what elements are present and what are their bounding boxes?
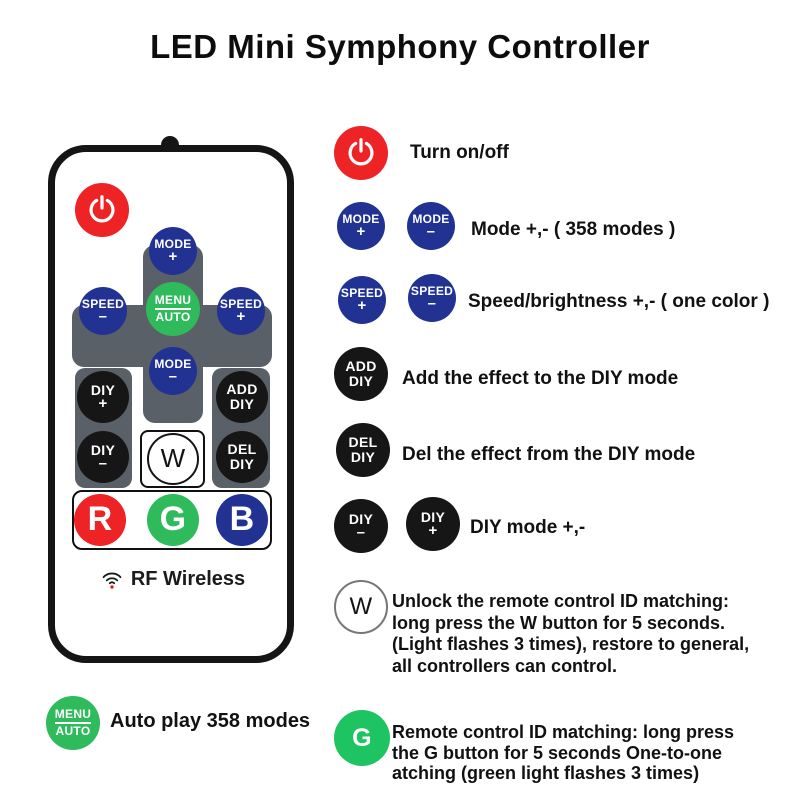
legend-speed-plus-button: SPEED + <box>338 276 386 324</box>
speed-plus-symbol: + <box>236 307 246 325</box>
remote-diy-plus-button: DIY + <box>77 371 129 423</box>
legend-g-text: Remote control ID matching: long press t… <box>392 722 735 783</box>
diy-plus-top-label: DIY <box>90 382 116 399</box>
legend-mode-plus-top: MODE <box>342 212 380 227</box>
legend-del-diy-top: DEL <box>348 434 378 451</box>
del-diy-bottom-label: DIY <box>229 456 255 472</box>
speed-minus-symbol: – <box>98 307 108 325</box>
legend-diy-minus-top: DIY <box>348 511 374 528</box>
legend-w-text: Unlock the remote control ID matching: l… <box>392 591 750 676</box>
legend-power-button <box>334 126 388 180</box>
remote-b-button: B <box>216 494 268 546</box>
mode-plus-top-label: MODE <box>154 237 192 252</box>
auto-label: AUTO <box>155 310 191 324</box>
legend-add-diy-label: Add the effect to the DIY mode <box>402 368 679 389</box>
legend-del-diy-button: DEL DIY <box>336 423 390 477</box>
page-title: LED Mini Symphony Controller <box>150 28 650 65</box>
remote-control: MODE + SPEED – MENU AUTO SPEED + MODE – … <box>48 136 294 663</box>
legend-g-button: G <box>334 710 390 766</box>
remote-add-diy-button: ADD DIY <box>216 371 268 423</box>
legend-diy-minus-button: DIY – <box>334 499 388 553</box>
mode-minus-top-label: MODE <box>154 357 192 372</box>
mode-minus-symbol: – <box>168 367 178 385</box>
power-icon <box>89 195 115 223</box>
legend-diy-plus-symbol: + <box>428 521 438 539</box>
legend-power-label: Turn on/off <box>410 142 509 163</box>
mode-plus-symbol: + <box>168 247 178 265</box>
legend-w-letter: W <box>349 593 373 621</box>
r-button-label: R <box>87 500 113 539</box>
del-diy-top-label: DEL <box>227 441 257 458</box>
remote-mode-minus-button: MODE – <box>149 347 197 395</box>
legend-speed-minus-symbol: – <box>427 294 437 312</box>
legend-mode-label: Mode +,- ( 358 modes ) <box>471 219 676 240</box>
b-button-label: B <box>229 500 255 539</box>
legend-speed-plus-top: SPEED <box>340 286 384 301</box>
remote-speed-plus-button: SPEED + <box>217 287 265 335</box>
legend-mode-plus-button: MODE + <box>337 202 385 250</box>
legend-mode-minus-symbol: – <box>426 222 436 240</box>
remote-del-diy-button: DEL DIY <box>216 431 268 483</box>
diy-minus-top-label: DIY <box>90 442 116 459</box>
menu-label: MENU <box>154 294 192 310</box>
legend-diy-minus-symbol: – <box>356 523 366 541</box>
g-button-label: G <box>159 500 187 539</box>
legend-auto-label: AUTO <box>55 724 91 738</box>
rf-wireless-row: RF Wireless <box>80 566 265 592</box>
legend-speed-plus-symbol: + <box>357 296 367 314</box>
power-icon <box>348 138 374 166</box>
remote-menu-auto-button: MENU AUTO <box>146 282 200 336</box>
legend-del-diy-label: Del the effect from the DIY mode <box>402 444 696 465</box>
legend-add-diy-top: ADD <box>345 358 377 375</box>
speed-minus-top-label: SPEED <box>81 297 125 312</box>
legend-diy-label: DIY mode +,- <box>470 517 586 538</box>
speed-plus-top-label: SPEED <box>219 297 263 312</box>
legend-menu-auto-button: MENU AUTO <box>46 696 100 750</box>
add-diy-bottom-label: DIY <box>229 396 255 412</box>
wifi-icon <box>102 572 122 589</box>
remote-w-button: W <box>147 433 199 485</box>
remote-g-button: G <box>147 494 199 546</box>
legend-mode-plus-symbol: + <box>356 222 366 240</box>
legend-speed-minus-top: SPEED <box>410 284 454 299</box>
legend-g-letter: G <box>352 723 372 752</box>
diy-minus-symbol: – <box>98 454 108 472</box>
remote-diy-minus-button: DIY – <box>77 431 129 483</box>
remote-mode-plus-button: MODE + <box>149 227 197 275</box>
remote-top-nub <box>161 136 179 150</box>
legend-menu-auto-label: Auto play 358 modes <box>110 710 311 732</box>
rf-wireless-label: RF Wireless <box>130 567 246 590</box>
legend-mode-minus-button: MODE – <box>407 202 455 250</box>
add-diy-top-label: ADD <box>226 381 258 398</box>
legend-speed-label: Speed/brightness +,- ( one color ) <box>468 291 770 312</box>
remote-r-button: R <box>74 494 126 546</box>
legend-diy-plus-top: DIY <box>420 509 446 526</box>
legend-diy-plus-button: DIY + <box>406 497 460 551</box>
legend-menu-label: MENU <box>54 708 92 724</box>
legend-add-diy-bottom: DIY <box>348 373 374 389</box>
legend-del-diy-bottom: DIY <box>350 449 376 465</box>
legend-mode-minus-top: MODE <box>412 212 450 227</box>
remote-speed-minus-button: SPEED – <box>79 287 127 335</box>
w-button-label: W <box>160 443 186 474</box>
diy-plus-symbol: + <box>98 394 108 412</box>
legend-speed-minus-button: SPEED – <box>408 274 456 322</box>
remote-power-button <box>75 183 129 237</box>
legend-w-button: W <box>334 580 388 634</box>
legend-add-diy-button: ADD DIY <box>334 347 388 401</box>
